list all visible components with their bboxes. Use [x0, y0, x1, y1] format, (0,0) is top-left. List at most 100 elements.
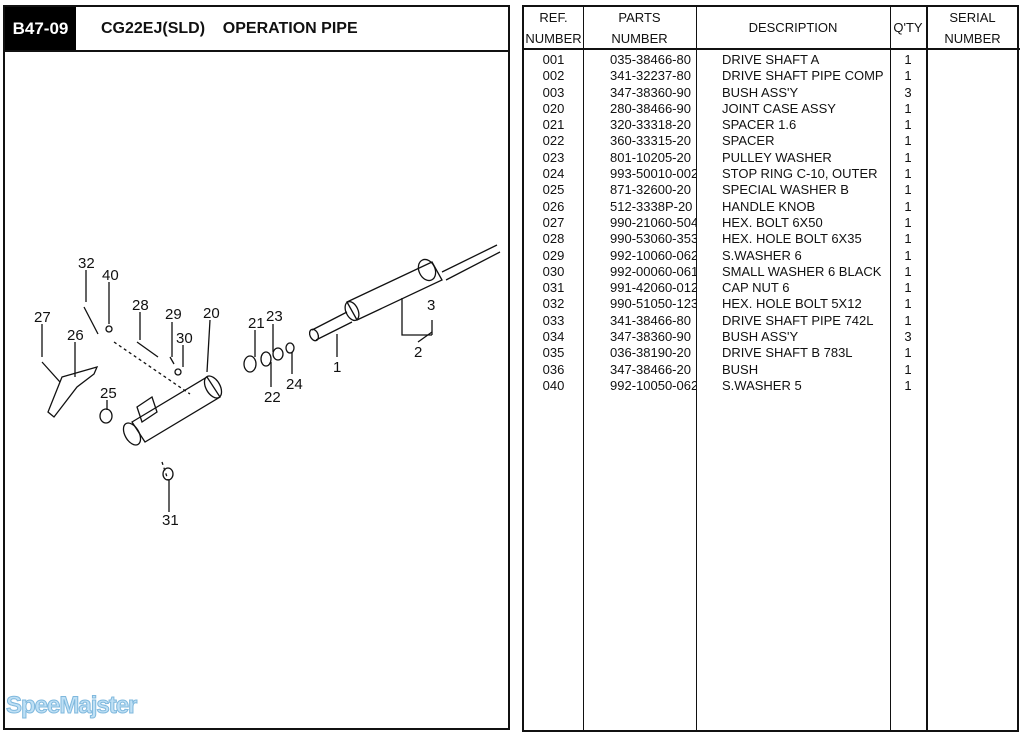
callout: 28: [132, 297, 149, 314]
cell-desc: SMALL WASHER 6 BLACK: [722, 263, 882, 279]
cell-ref: 024: [542, 166, 565, 182]
cell-ref: 035: [542, 345, 565, 361]
cell-ref: 003: [542, 84, 565, 100]
cell-desc: HANDLE KNOB: [722, 198, 816, 214]
cell-qty: 1: [904, 312, 912, 328]
callout: 2: [414, 344, 422, 361]
callout: 31: [162, 512, 179, 529]
cell-qty: 1: [904, 117, 912, 133]
cell-qty: 1: [904, 182, 912, 198]
section-code: B47-09: [5, 7, 76, 50]
cell-ref: 021: [542, 117, 565, 133]
callout: 22: [264, 389, 281, 406]
joint-case: [131, 376, 221, 443]
cell-qty: 3: [904, 84, 912, 100]
cell-qty: 1: [904, 361, 912, 377]
cell-part: 347-38466-20: [610, 361, 691, 377]
cell-ref: 023: [542, 149, 565, 165]
cell-ref: 027: [542, 214, 565, 230]
cell-part: 871-32600-20: [610, 182, 691, 198]
cell-desc: CAP NUT 6: [722, 280, 790, 296]
cell-desc: JOINT CASE ASSY: [722, 100, 836, 116]
header-parts-line2: NUMBER: [611, 31, 668, 46]
cell-qty: 1: [904, 247, 912, 263]
diagram-callouts: 32 40 28 29 20 21 23 3 27 26 30 1 2 24 2…: [34, 255, 435, 529]
cell-ref: 020: [542, 100, 565, 116]
exploded-parts-diagram: 32 40 28 29 20 21 23 3 27 26 30 1 2 24 2…: [34, 244, 501, 529]
callout: 23: [266, 308, 283, 325]
header-parts-line1: PARTS: [618, 10, 661, 25]
column-divider: [926, 7, 928, 730]
cell-ref: 034: [542, 329, 565, 345]
drive-shaft-pipe: [346, 261, 443, 321]
cell-desc: PULLEY WASHER: [722, 149, 832, 165]
cell-part: 360-33315-20: [610, 133, 691, 149]
cell-part: 990-53060-353: [610, 231, 696, 247]
cell-part: 035-38466-80: [610, 52, 691, 67]
callout: 27: [34, 309, 51, 326]
cell-desc: S.WASHER 6: [722, 247, 802, 263]
handle-knob: [47, 365, 99, 418]
cell-part: 280-38466-90: [610, 100, 691, 116]
cell-ref: 036: [542, 361, 565, 377]
callout: 26: [67, 327, 84, 344]
cell-desc: DRIVE SHAFT A: [722, 52, 820, 67]
cell-desc: DRIVE SHAFT B 783L: [722, 345, 853, 361]
callout: 21: [248, 315, 265, 332]
callout: 32: [78, 255, 95, 272]
header-ref-line2: NUMBER: [525, 31, 582, 46]
cell-desc: STOP RING C-10, OUTER: [722, 166, 878, 182]
cell-qty: 1: [904, 100, 912, 116]
cell-ref: 026: [542, 198, 565, 214]
cell-part: 036-38190-20: [610, 345, 691, 361]
cell-part: 990-21060-504: [610, 214, 696, 230]
header-serial-line2: NUMBER: [944, 31, 1001, 46]
header-ref-line1: REF.: [539, 10, 568, 25]
column-divider: [583, 7, 584, 730]
cell-desc: SPACER 1.6: [722, 117, 797, 133]
cell-desc: HEX. HOLE BOLT 5X12: [722, 296, 862, 312]
callout: 30: [176, 330, 193, 347]
column-divider: [696, 7, 697, 730]
cell-qty: 3: [904, 329, 912, 345]
cell-part: 341-38466-80: [610, 312, 691, 328]
cell-ref: 032: [542, 296, 565, 312]
cell-part: 341-32237-80: [610, 68, 691, 84]
cell-qty: 1: [904, 263, 912, 279]
cell-qty: 1: [904, 52, 912, 67]
drive-shaft: [311, 244, 501, 341]
cell-part: 991-42060-012: [610, 280, 696, 296]
cell-ref: 022: [542, 133, 565, 149]
callout: 29: [165, 306, 182, 323]
cell-qty: 1: [904, 133, 912, 149]
cell-desc: S.WASHER 5: [722, 377, 802, 393]
callout: 1: [333, 359, 341, 376]
cell-qty: 1: [904, 377, 912, 393]
cell-part: 347-38360-90: [610, 329, 691, 345]
page-header: B47-09 CG22EJ(SLD) OPERATION PIPE: [5, 7, 508, 52]
table-row: 020 280-38466-90 JOINT CASE ASSY 1: [524, 101, 1017, 117]
cell-ref: 040: [542, 377, 565, 393]
cell-desc: BUSH: [722, 361, 759, 377]
table-row: 034 347-38360-90 BUSH ASS'Y 3: [524, 329, 1017, 345]
cell-qty: 1: [904, 149, 912, 165]
table-row: 023 801-10205-20 PULLEY WASHER 1: [524, 150, 1017, 166]
cell-desc: DRIVE SHAFT PIPE 742L: [722, 312, 874, 328]
cell-part: 801-10205-20: [610, 149, 691, 165]
cell-qty: 1: [904, 296, 912, 312]
cell-desc: BUSH ASS'Y: [722, 329, 799, 345]
callout: 24: [286, 376, 303, 393]
header-parts: PARTS NUMBER: [583, 7, 696, 50]
